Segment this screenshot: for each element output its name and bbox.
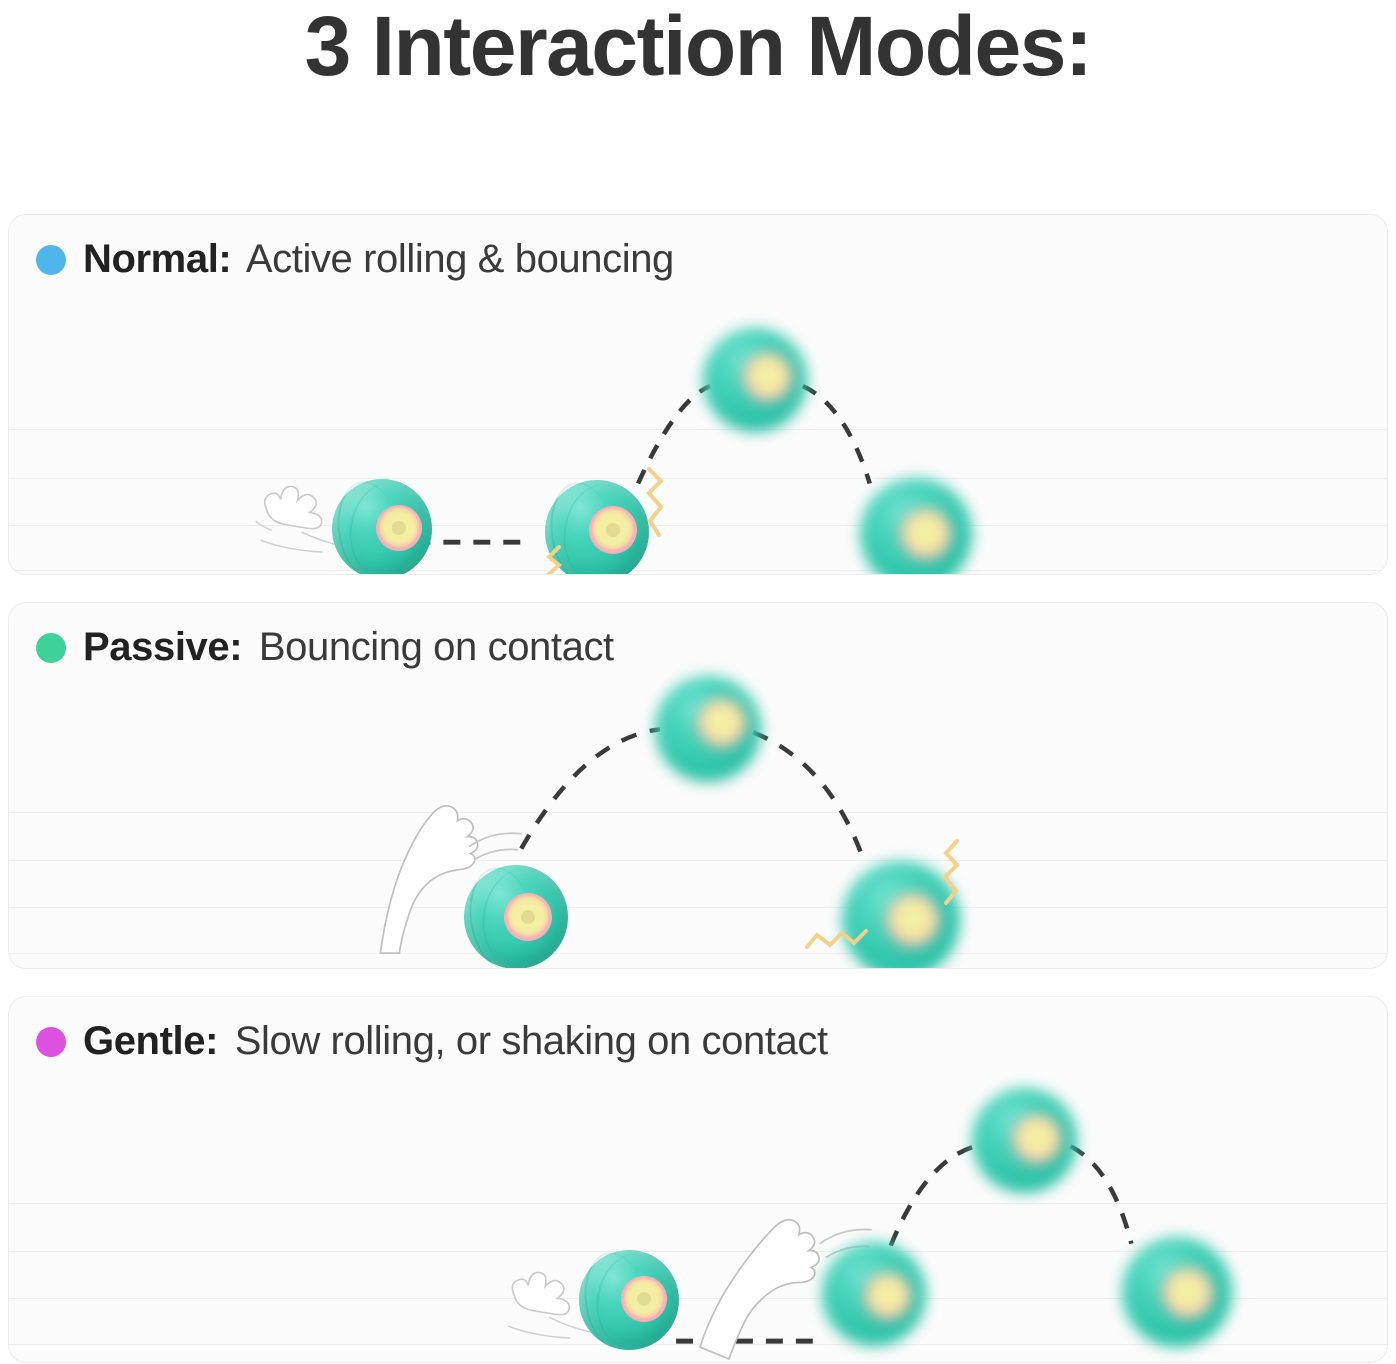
ball-led-eye: [1012, 1114, 1062, 1164]
mode-desc-normal: Active rolling & bouncing: [245, 237, 674, 281]
ball-rolling-gentle: [578, 1248, 679, 1354]
cat-paw-icon: [263, 485, 323, 530]
trajectory-bounce-up-normal: [636, 383, 711, 485]
ball-led-eye: [864, 1272, 912, 1320]
ball-led-eye: [743, 352, 793, 402]
ball-landing-passive: [842, 861, 960, 968]
mode-header-passive: Passive: Bouncing on contact: [36, 625, 614, 669]
mode-desc-passive: Bouncing on contact: [258, 625, 614, 669]
mode-label-normal: Normal: Active rolling & bouncing: [83, 237, 674, 281]
cat-leg-motion-lines: [468, 832, 522, 861]
mode-dot-passive-icon: [36, 633, 66, 663]
mode-dot-gentle-icon: [36, 1027, 66, 1057]
vibration-zigzag-c: [942, 839, 960, 905]
scene-gentle: [9, 997, 1387, 1362]
trajectory-bounce-down-normal: [801, 384, 872, 485]
ball-landing-normal: [860, 478, 972, 574]
vibration-zigzag-b: [646, 467, 664, 537]
ball-apex-normal: [703, 328, 807, 432]
page-title: 3 Interaction Modes:: [304, 0, 1093, 93]
trajectory-bounce-down-gentle: [1069, 1144, 1134, 1245]
scene-svg-gentle: [508, 1144, 1134, 1361]
ball-led-eye: [621, 1276, 667, 1322]
mode-name-passive: Passive:: [83, 625, 243, 669]
vibration-zigzag-d: [805, 929, 868, 949]
ball-rolling-normal: [331, 477, 432, 574]
ball-led-pupil: [521, 910, 535, 924]
mode-label-passive: Passive: Bouncing on contact: [83, 625, 614, 669]
mode-name-normal: Normal:: [83, 237, 232, 281]
mode-header-gentle: Gentle: Slow rolling, or shaking on cont…: [36, 1019, 828, 1063]
ball-led-eye: [900, 508, 952, 560]
mode-card-list: Normal: Active rolling & bouncing: [8, 214, 1388, 1363]
mode-name-gentle: Gentle:: [83, 1019, 218, 1063]
cat-leg-icon: [379, 804, 479, 954]
cat-paw-icon: [511, 1271, 571, 1316]
ball-landing-gentle: [1122, 1237, 1232, 1347]
ball-led-eye: [589, 506, 637, 554]
cat-leg-icon: [698, 1218, 820, 1361]
scene-normal: [9, 215, 1387, 574]
scene-passive: [9, 603, 1387, 968]
ball-led-eye: [376, 505, 422, 551]
ball-contact-gentle: [822, 1242, 926, 1346]
scene-svg-normal: [255, 383, 872, 553]
vibration-zigzag-a: [546, 545, 563, 574]
ball-impact-normal: [544, 478, 649, 574]
ball-led-pupil: [637, 1292, 651, 1306]
ball-led-pupil: [392, 521, 406, 535]
mode-label-gentle: Gentle: Slow rolling, or shaking on cont…: [83, 1019, 828, 1063]
ball-led-eye: [886, 893, 940, 947]
mode-card-passive[interactable]: Passive: Bouncing on contact: [8, 602, 1388, 969]
ball-contact-passive: [463, 863, 568, 968]
ball-led-eye: [1162, 1267, 1214, 1319]
ball-apex-passive: [655, 676, 761, 782]
ball-apex-gentle: [972, 1088, 1077, 1193]
mode-card-gentle[interactable]: Gentle: Slow rolling, or shaking on cont…: [8, 996, 1388, 1363]
scene-svg-passive: [379, 727, 865, 954]
trajectory-bounce-down-passive: [752, 730, 865, 859]
mode-header-normal: Normal: Active rolling & bouncing: [36, 237, 674, 281]
trajectory-bounce-up-passive: [519, 727, 661, 850]
trajectory-bounce-up-gentle: [888, 1144, 977, 1247]
ball-led-pupil: [606, 523, 620, 537]
ball-led-eye: [504, 893, 552, 941]
mode-dot-normal-icon: [36, 245, 66, 275]
mode-desc-gentle: Slow rolling, or shaking on contact: [234, 1019, 828, 1063]
mode-card-normal[interactable]: Normal: Active rolling & bouncing: [8, 214, 1388, 575]
ball-led-eye: [697, 698, 747, 748]
